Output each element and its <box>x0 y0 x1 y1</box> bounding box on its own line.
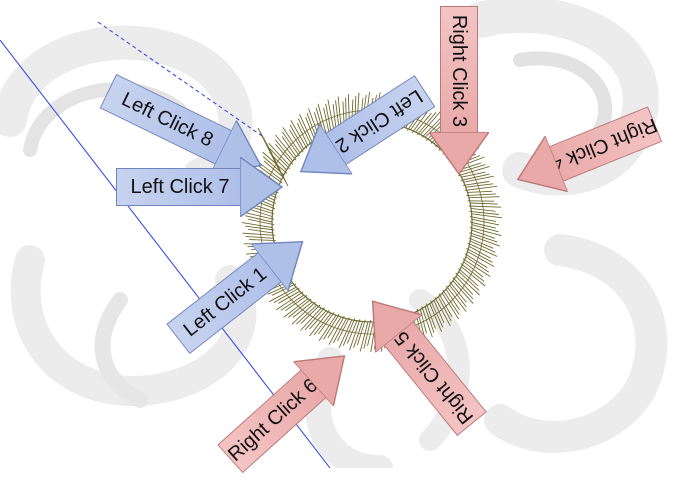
arrow-layer: Left Click 8 Left Click 2 Left Click 7 L… <box>0 0 673 468</box>
right-click-5-label: Right Click 5 <box>382 319 487 436</box>
arrow-head-icon <box>429 132 489 176</box>
right-click-4-arrow: Right Click 4 <box>509 106 662 197</box>
left-click-1-arrow: Left Click 1 <box>166 226 315 354</box>
right-click-6-arrow: Right Click 6 <box>217 341 358 473</box>
left-click-7-arrow: Left Click 7 <box>116 168 284 206</box>
left-click-7-label: Left Click 7 <box>116 168 244 206</box>
right-click-4-label: Right Click 4 <box>546 106 662 182</box>
left-click-8-label: Left Click 8 <box>100 74 235 166</box>
right-click-5-arrow: Right Click 5 <box>357 288 487 436</box>
right-click-3-label: Right Click 3 <box>440 6 478 136</box>
left-click-1-label: Left Click 1 <box>166 250 284 354</box>
left-click-2-arrow: Left Click 2 <box>289 75 435 189</box>
arrow-head-icon <box>240 157 284 217</box>
right-click-3-arrow: Right Click 3 <box>440 6 478 172</box>
